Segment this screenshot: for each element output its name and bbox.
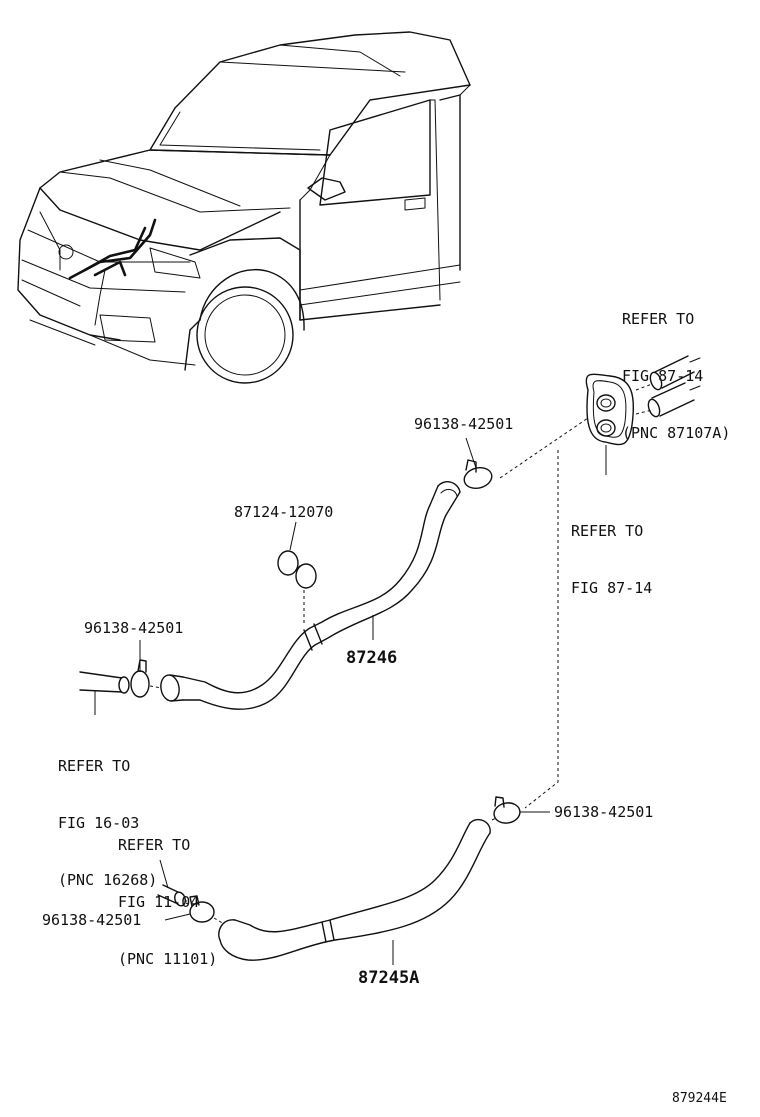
refer-line2: FIG 11-04	[118, 893, 200, 911]
grommet-icon	[585, 373, 635, 446]
clamp-right-part-number: 96138-42501	[554, 803, 654, 821]
refer-line2: FIG 87-14	[622, 367, 704, 385]
clamp-bottom-left-part-number: 96138-42501	[42, 911, 142, 929]
refer-line1: REFER TO	[118, 836, 191, 854]
refer-line1: REFER TO	[571, 522, 644, 540]
clamp-left-part-number: 96138-42501	[84, 619, 184, 637]
refer-16268-label: REFER TO FIG 16-03 (PNC 16268)	[58, 719, 157, 909]
hose-upper	[160, 481, 461, 710]
refer-line2: FIG 16-03	[58, 814, 140, 832]
refer-87107a-label: REFER TO FIG 87-14 (PNC 87107A)	[622, 272, 730, 462]
refer-line3: (PNC 16268)	[58, 871, 158, 889]
refer-line2: FIG 87-14	[571, 579, 653, 597]
hose-clip-icon	[277, 550, 317, 589]
hose-lower-part-number: 87245A	[358, 968, 420, 988]
refer-line3: (PNC 11101)	[118, 950, 218, 968]
hose-clamp-icon	[463, 459, 493, 490]
heater-pipe-icon	[647, 355, 701, 418]
refer-11101-label: REFER TO FIG 11-04 (PNC 11101)	[118, 798, 217, 988]
hose-upper-part-number: 87246	[346, 648, 398, 668]
hose-clamp-icon	[189, 895, 215, 923]
clip-part-number: 87124-12070	[234, 503, 334, 521]
refer-line1: REFER TO	[622, 310, 695, 328]
figure-code: 879244E	[672, 1091, 727, 1106]
refer-87-14-label: REFER TO FIG 87-14	[571, 484, 652, 617]
hose-clamp-icon	[493, 796, 521, 824]
car-front-quarter-icon	[17, 31, 471, 384]
hose-lower	[218, 818, 491, 961]
refer-line3: (PNC 87107A)	[622, 424, 731, 442]
clamp-top-part-number: 96138-42501	[414, 415, 514, 433]
refer-line1: REFER TO	[58, 757, 131, 775]
